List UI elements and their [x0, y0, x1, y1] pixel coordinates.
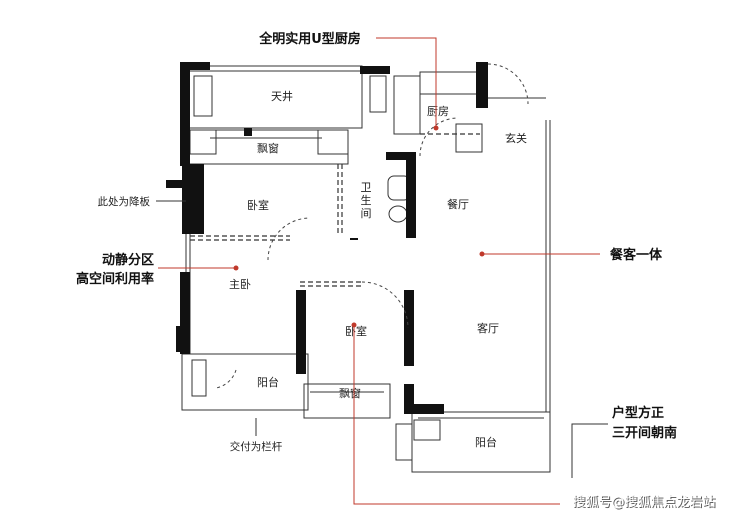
leader-lines-grey — [156, 200, 608, 478]
dining-label: 餐厅 — [447, 197, 469, 211]
watermark-shadow: 搜狐号@搜狐焦点龙岩站 — [573, 496, 716, 511]
skywell-label: 天井 — [271, 89, 293, 103]
leader-dots — [233, 125, 485, 328]
callout-layout-1: 户型方正 — [612, 405, 664, 421]
bedroom-top-label: 卧室 — [247, 198, 269, 212]
callout-dining-living: 餐客一体 — [609, 247, 663, 263]
foyer-label: 玄关 — [505, 131, 527, 145]
balcony-right-label: 阳台 — [475, 435, 497, 449]
master-bedroom-label: 主卧 — [229, 278, 251, 291]
bay-window-top-label: 飘窗 — [257, 141, 279, 155]
callout-railing: 交付为栏杆 — [230, 440, 283, 453]
callout-u-kitchen: 全明实用U型厨房 — [258, 31, 361, 47]
living-label: 客厅 — [477, 321, 499, 335]
dashed-partitions — [190, 133, 480, 287]
bathroom-label-3: 间 — [361, 207, 372, 220]
callout-zoning-2: 高空间利用率 — [76, 271, 154, 287]
bathroom-label-1: 卫 — [361, 181, 372, 194]
kitchen-label: 厨房 — [427, 105, 449, 118]
balcony-left-label: 阳台 — [257, 375, 279, 389]
door-swings — [215, 63, 529, 389]
bathroom-label-2: 生 — [361, 193, 372, 207]
callout-lowered-slab: 此处为降板 — [98, 195, 151, 208]
walls — [166, 62, 488, 414]
leader-lines — [158, 37, 600, 505]
callout-layout-2: 三开间朝南 — [612, 425, 677, 441]
bedroom-bottom-label: 卧室 — [345, 324, 367, 338]
callout-zoning-1: 动静分区 — [102, 252, 154, 268]
bay-window-bottom-label: 飘窗 — [339, 386, 361, 400]
watermark-text: 搜狐号@搜狐焦点龙岩站 — [572, 495, 715, 510]
